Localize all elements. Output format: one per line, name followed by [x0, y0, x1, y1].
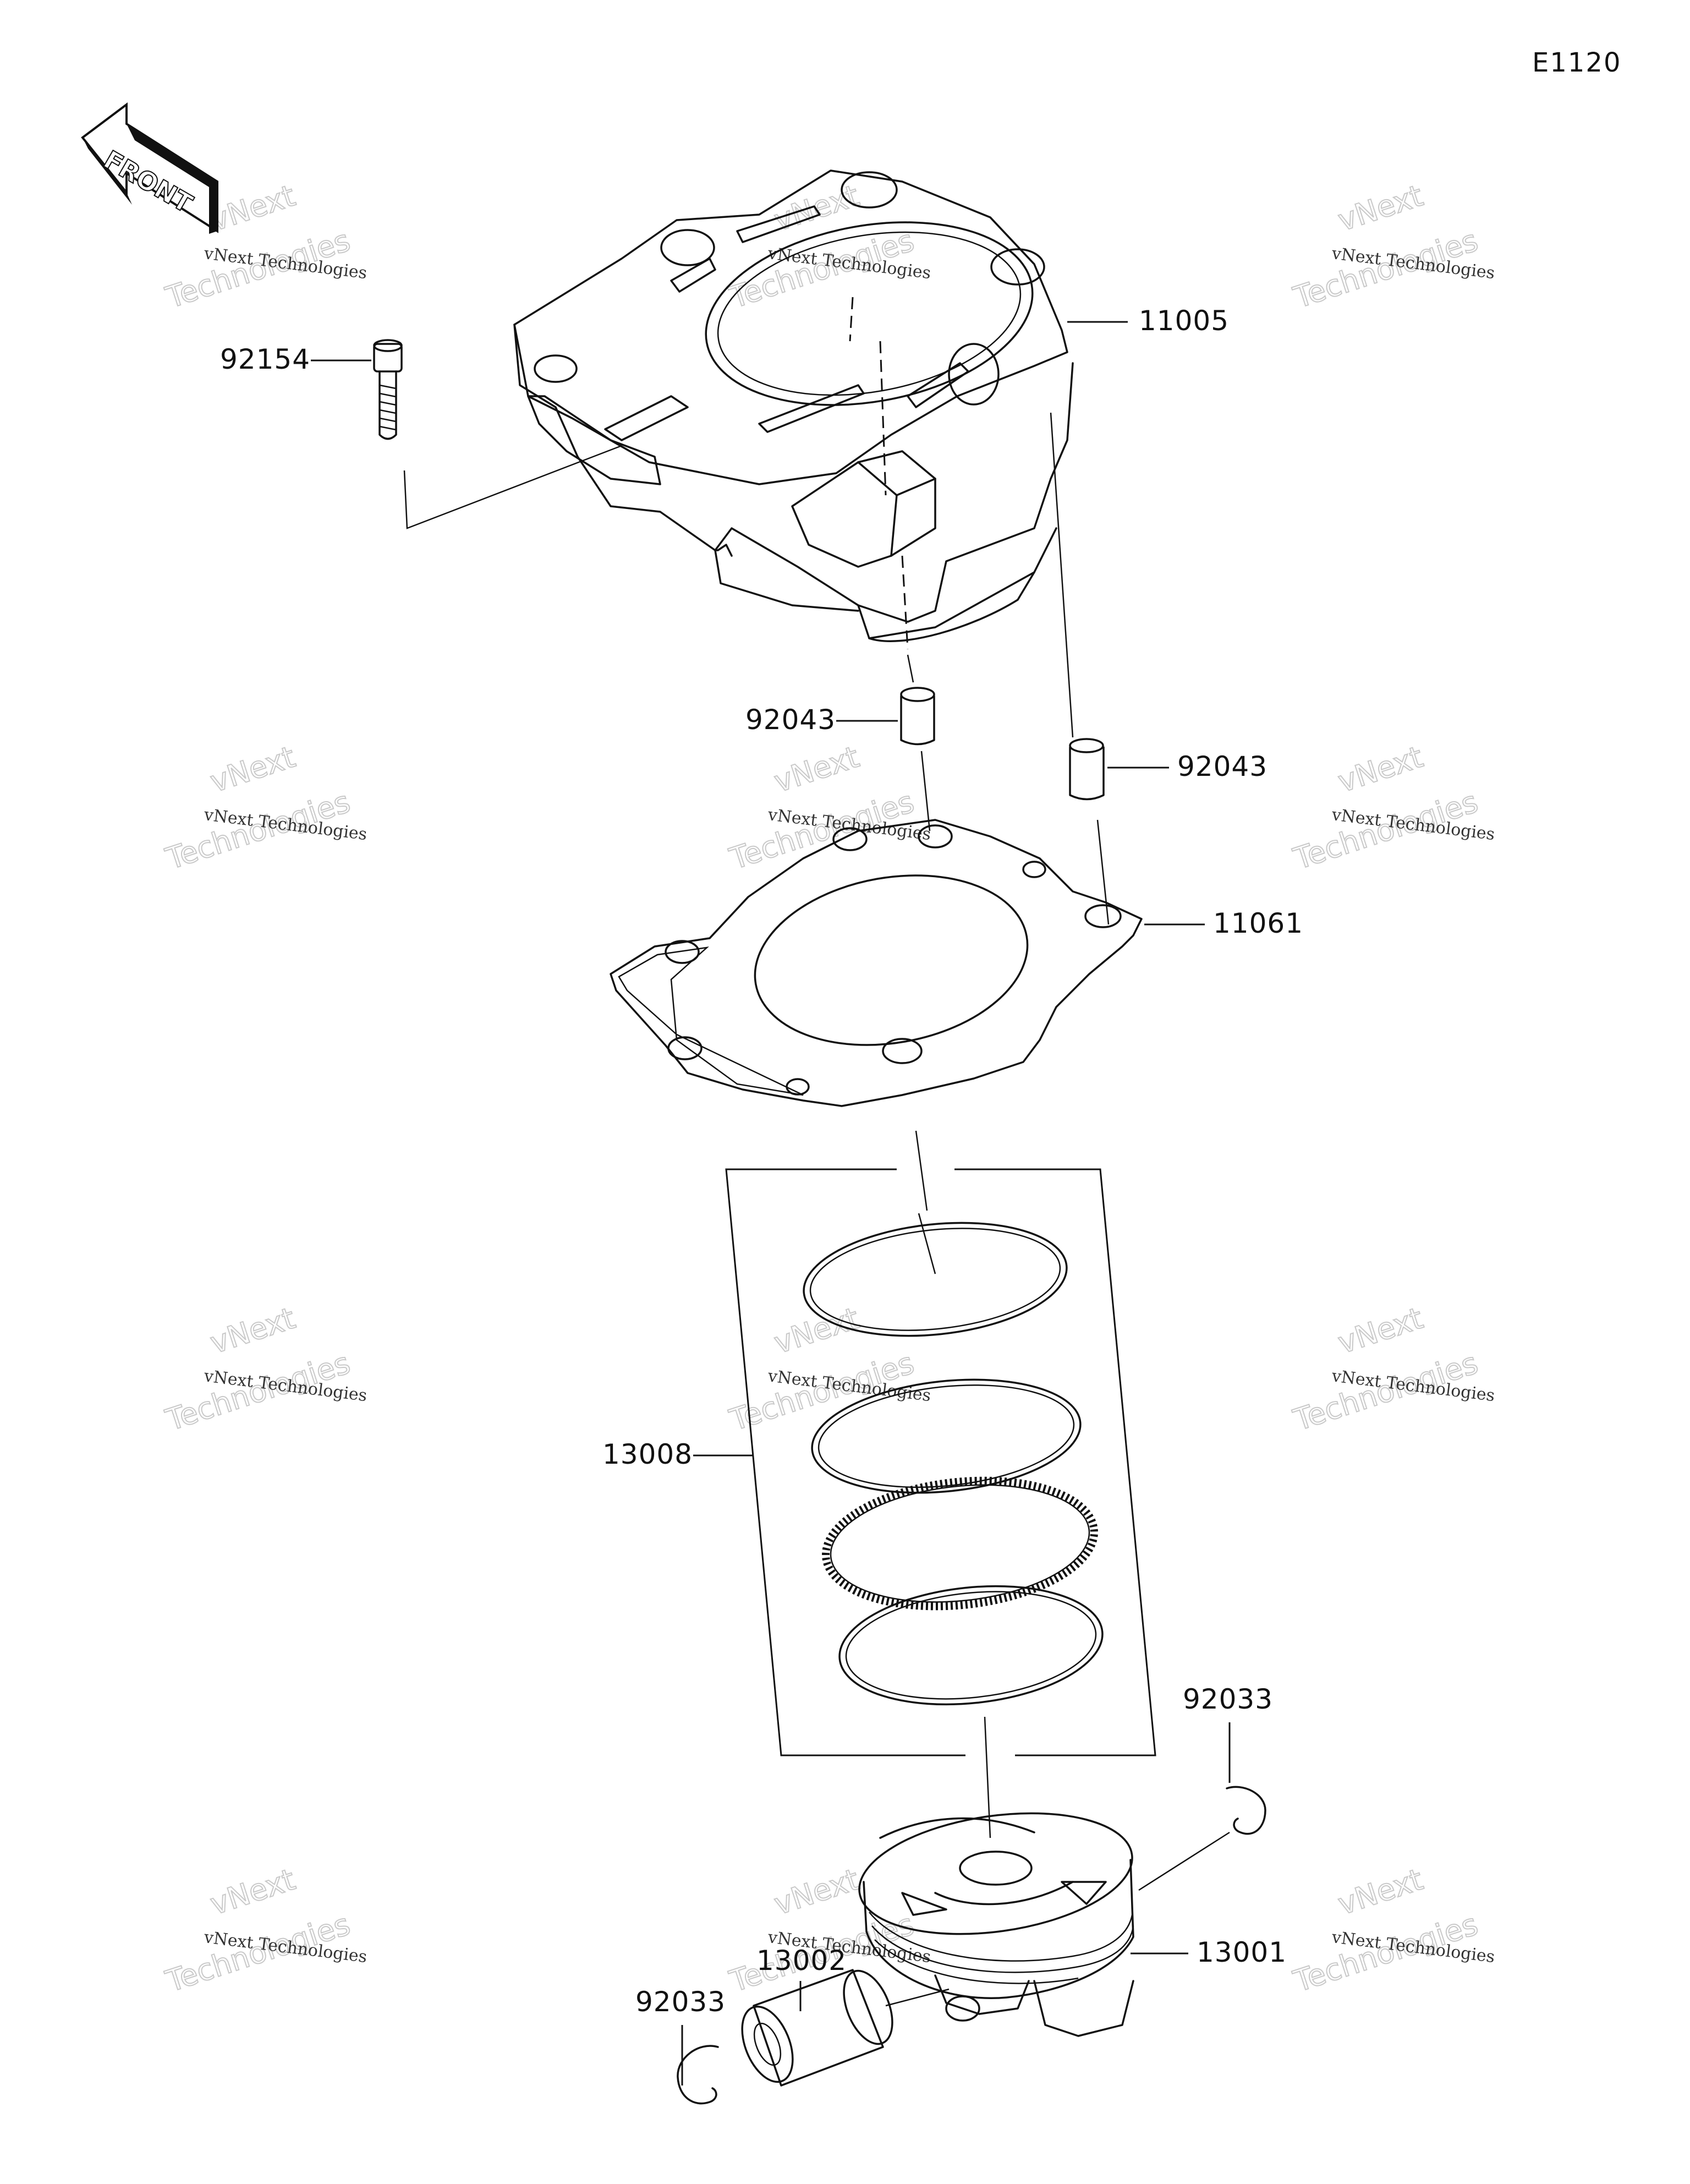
bolt-drawing — [373, 339, 622, 529]
front-arrow-icon: FRONT — [81, 102, 218, 234]
watermark-brand-big: vNext — [770, 178, 864, 238]
watermark-brand-big: vNext — [206, 1862, 300, 1922]
cylinder-gasket-drawing — [610, 819, 1143, 1211]
dowel-pin-left-drawing — [900, 654, 935, 831]
watermark-brand-big: vNext — [770, 1301, 864, 1361]
watermark-brand-big: vNext — [1334, 1862, 1428, 1922]
part-number-gasket: 11061 — [1213, 907, 1303, 939]
part-number-dowel-right: 92043 — [1177, 751, 1268, 782]
watermark-brand-big: vNext — [1334, 740, 1428, 800]
part-number-circlip-right: 92033 — [1183, 1683, 1273, 1715]
diagram-code: E1120 — [1532, 47, 1621, 78]
watermark-brand-big: vNext — [770, 1862, 864, 1922]
cylinder-drawing — [513, 169, 1128, 738]
piston-drawing — [858, 1812, 1134, 2037]
watermark-brand-big: vNext — [206, 740, 300, 800]
watermark-brand-big: vNext — [206, 1301, 300, 1361]
part-number-ring-set: 13008 — [602, 1438, 693, 1470]
part-number-cylinder: 11005 — [1139, 305, 1229, 337]
part-number-piston: 13001 — [1197, 1936, 1287, 1968]
part-number-dowel-left: 92043 — [745, 704, 836, 736]
part-number-piston-pin: 13002 — [756, 1945, 847, 1977]
piston-pin-drawing — [741, 1969, 950, 2087]
watermark-brand-big: vNext — [1334, 178, 1428, 238]
watermark-brand-big: vNext — [1334, 1301, 1428, 1361]
piston-ring-set-drawing — [725, 1168, 1156, 1838]
watermark-brand-big: vNext — [206, 178, 300, 238]
part-number-circlip-left: 92033 — [635, 1986, 726, 2018]
circlip-right-drawing — [1138, 1786, 1266, 1891]
dowel-pin-right-drawing — [1069, 738, 1110, 925]
circlip-left-drawing — [677, 2045, 719, 2105]
watermark-brand-big: vNext — [770, 740, 864, 800]
part-number-bolt: 92154 — [220, 343, 310, 375]
